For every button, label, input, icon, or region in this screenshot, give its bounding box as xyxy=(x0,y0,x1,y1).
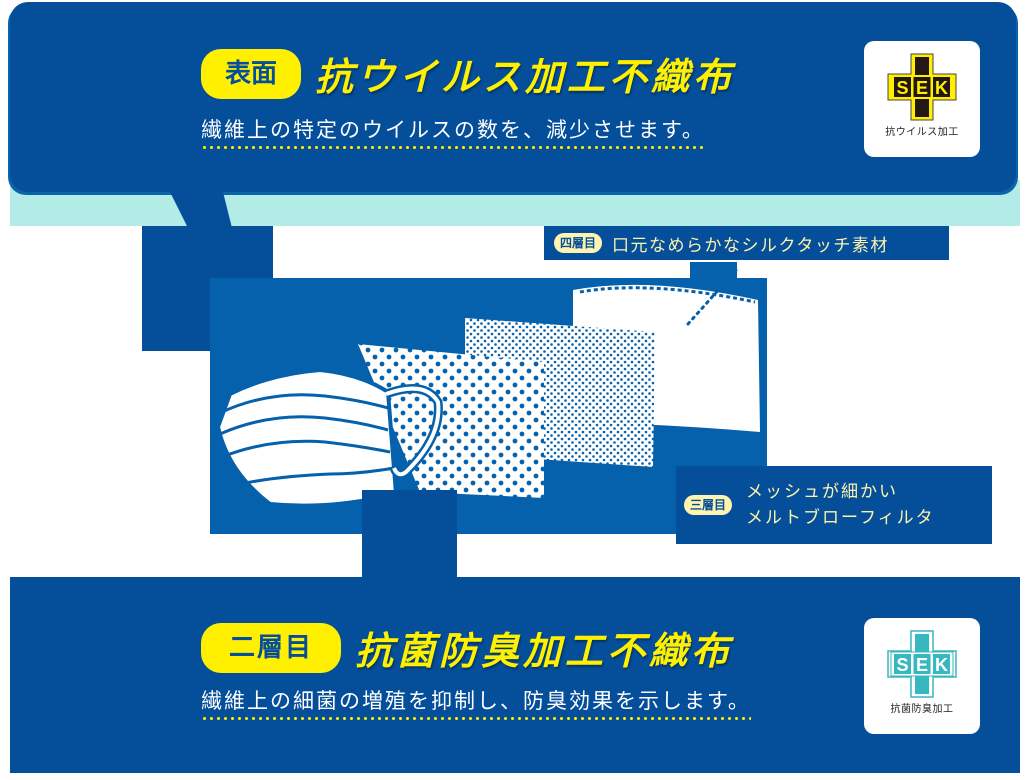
layer2-antibacterial-sheet xyxy=(358,344,544,498)
bubble-tail xyxy=(168,188,232,228)
layer3-badge: 三層目 xyxy=(684,495,733,515)
sek-antibacterial-caption: 抗菌防臭加工 xyxy=(890,704,954,715)
svg-text:K: K xyxy=(935,655,948,675)
top-heading: 表面 抗ウイルス加工不織布 xyxy=(201,46,735,101)
top-description: 繊維上の特定のウイルスの数を、減少させます。 xyxy=(201,114,705,150)
sek-antibacterial-badge: S E K 抗菌防臭加工 xyxy=(864,618,980,734)
layer3-text: メッシュが細かい メルトブローフィルタ xyxy=(746,479,935,531)
sek-antiviral-caption: 抗ウイルス加工 xyxy=(885,127,959,138)
connector-block-bottom xyxy=(362,490,457,578)
layer2-badge: 二層目 xyxy=(201,622,341,673)
svg-text:E: E xyxy=(916,655,928,675)
mask-body xyxy=(215,367,443,508)
bottom-section-band xyxy=(10,577,1020,773)
svg-text:K: K xyxy=(935,78,948,98)
svg-text:S: S xyxy=(896,655,908,675)
svg-text:E: E xyxy=(916,78,928,98)
layer4-text: 口元なめらかなシルクタッチ素材 xyxy=(612,235,889,256)
top-title: 抗ウイルス加工不織布 xyxy=(315,55,736,99)
bottom-description: 繊維上の細菌の増殖を抑制し、防臭効果を示します。 xyxy=(201,685,751,721)
layer4-badge: 四層目 xyxy=(554,233,603,253)
illustration-panel-notch xyxy=(690,262,737,280)
sek-antibacterial-cross-icon: S E K xyxy=(887,630,957,698)
svg-text:S: S xyxy=(896,78,908,98)
surface-badge: 表面 xyxy=(201,48,301,99)
layer3-label: 三層目 メッシュが細かい メルトブローフィルタ xyxy=(676,466,992,544)
sek-antiviral-badge: S E K 抗ウイルス加工 xyxy=(864,41,980,157)
top-speech-bubble xyxy=(10,2,1016,192)
bottom-heading: 二層目 抗菌防臭加工不織布 xyxy=(201,620,733,675)
sek-antiviral-cross-icon: S E K xyxy=(887,53,957,121)
layer3-text-line1: メッシュが細かい xyxy=(746,482,899,502)
bottom-title: 抗菌防臭加工不織布 xyxy=(355,629,734,673)
layer4-label: 四層目 口元なめらかなシルクタッチ素材 xyxy=(544,226,949,260)
mask-layers-illustration xyxy=(215,266,760,508)
layer3-text-line2: メルトブローフィルタ xyxy=(746,508,935,528)
